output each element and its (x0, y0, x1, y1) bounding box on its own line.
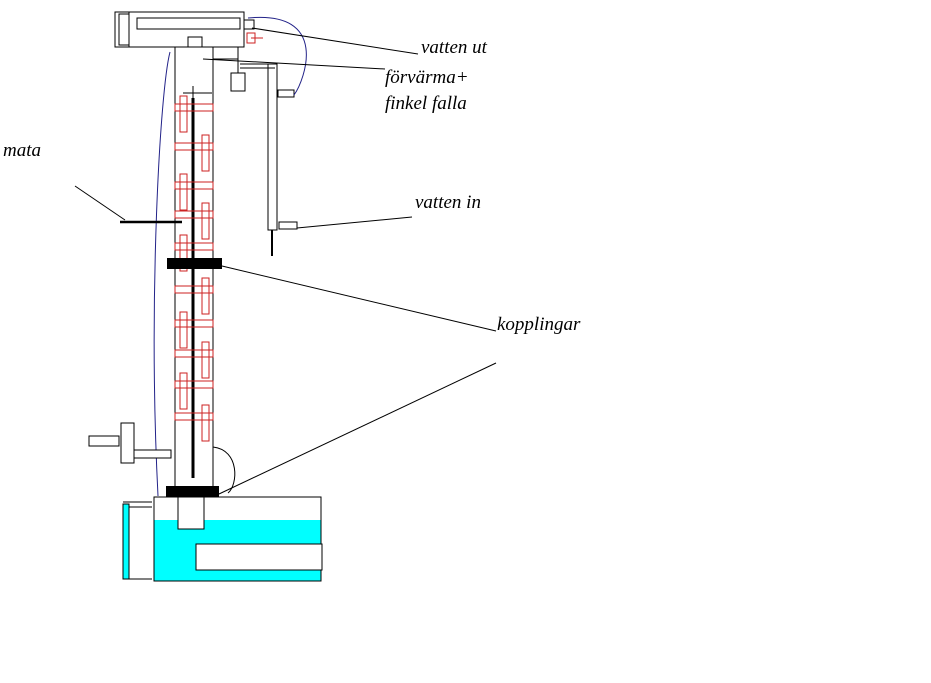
condenser-end-inner (118, 13, 130, 46)
label-forvarma-line2: finkel falla (385, 93, 467, 114)
coupling-upper (167, 258, 222, 269)
leader-vatten-ut (251, 27, 419, 55)
packing-ring (174, 349, 214, 358)
packing-ring (174, 210, 214, 219)
label-kopplingar: kopplingar (497, 314, 581, 335)
packing-ring (174, 285, 214, 294)
condenser-end (114, 11, 130, 48)
boiler-label-plate (195, 543, 323, 571)
packing-spiral (201, 202, 210, 240)
label-vatten-in: vatten in (415, 192, 481, 213)
packing-spiral (201, 277, 210, 315)
boiler-hose (212, 446, 236, 494)
packing-spiral (179, 372, 188, 410)
cooling-hose (247, 16, 307, 96)
level-tube (122, 503, 130, 580)
label-forvarma-line1: förvärma+ (385, 67, 469, 88)
packing-spiral (201, 341, 210, 379)
packing-spiral (179, 311, 188, 349)
boiler-neck (177, 496, 205, 530)
leader-vatten-in (296, 216, 413, 229)
packing-spiral (179, 95, 188, 133)
leader-kopplingar-lower (218, 362, 497, 495)
packing-spiral (201, 134, 210, 172)
packing-ring (174, 181, 214, 190)
return-hose (153, 51, 171, 497)
packing-ring (174, 142, 214, 151)
coupling-lower (166, 486, 219, 497)
side-valve (88, 422, 172, 464)
condenser-outlet (243, 19, 255, 30)
top-condenser (114, 11, 263, 48)
packing-ring (174, 412, 214, 421)
label-vatten-ut: vatten ut (421, 37, 487, 58)
column-packing (174, 95, 214, 442)
leader-mata (74, 185, 126, 221)
preheater-trap (213, 47, 298, 256)
packing-spiral (179, 173, 188, 211)
product-cooler (267, 63, 278, 231)
packing-ring (174, 103, 214, 112)
boiler (122, 496, 323, 582)
condenser-inner (136, 17, 241, 30)
packing-ring (174, 242, 214, 251)
column-cap (187, 36, 203, 48)
cooler-water-out (277, 89, 295, 98)
packing-spiral (179, 234, 188, 272)
trap-valve (230, 72, 246, 92)
packing-ring (174, 319, 214, 328)
leader-forvarma (202, 58, 386, 70)
packing-spiral (201, 404, 210, 442)
boiler-body (153, 496, 322, 582)
packing-ring (174, 380, 214, 389)
cooler-water-in (278, 221, 298, 230)
label-mata: mata (3, 140, 41, 161)
leader-kopplingar-upper (221, 265, 497, 332)
